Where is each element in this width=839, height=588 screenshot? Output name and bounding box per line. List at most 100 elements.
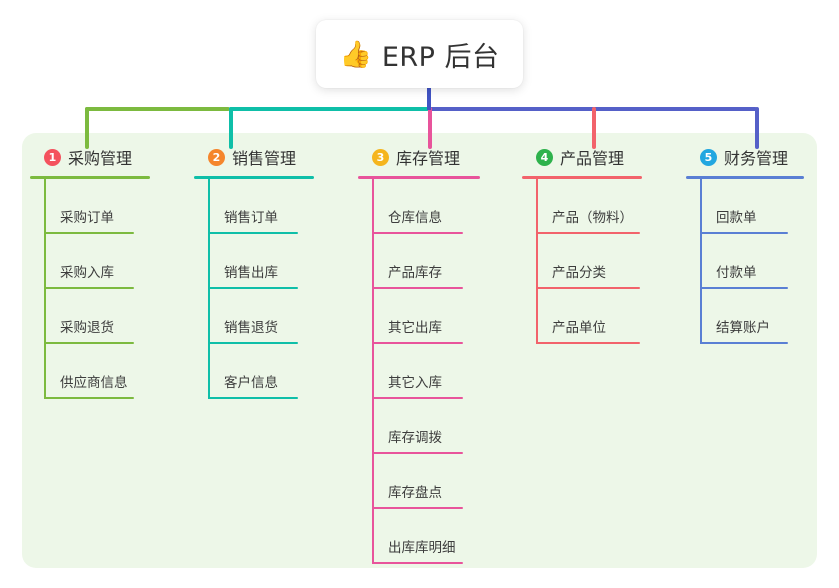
drop-col-3 — [428, 107, 432, 149]
menu-item-label: 产品单位 — [552, 320, 606, 336]
menu-item[interactable]: 其它出库 — [358, 289, 480, 344]
menu-item[interactable]: 出库库明细 — [358, 509, 480, 564]
thumbs-up-icon: 👍 — [339, 40, 372, 70]
menu-item[interactable]: 供应商信息 — [30, 344, 150, 399]
root-node[interactable]: 👍 ERP 后台 — [316, 20, 523, 88]
menu-item[interactable]: 采购入库 — [30, 234, 150, 289]
menu-item[interactable]: 产品分类 — [522, 234, 642, 289]
column-title: 采购管理 — [68, 149, 133, 168]
menu-item-label: 库存盘点 — [388, 485, 442, 501]
menu-item-label: 付款单 — [716, 265, 757, 281]
menu-item-label: 客户信息 — [224, 375, 278, 391]
menu-item-label: 回款单 — [716, 210, 757, 226]
column-spine-line — [372, 179, 374, 564]
column-finance: 5 财务管理回款单付款单结算账户 — [686, 145, 804, 344]
menu-item[interactable]: 产品库存 — [358, 234, 480, 289]
menu-item-rule — [536, 232, 640, 234]
menu-item-rule — [208, 342, 298, 344]
menu-item[interactable]: 产品单位 — [522, 289, 642, 344]
menu-item-label: 销售退货 — [224, 320, 278, 336]
menu-item-label: 产品库存 — [388, 265, 442, 281]
menu-item-rule — [700, 287, 788, 289]
teal-segment — [229, 107, 429, 111]
column-title: 库存管理 — [396, 149, 461, 168]
menu-item-rule — [536, 287, 640, 289]
column-title: 财务管理 — [724, 149, 789, 168]
diagram-background-panel — [22, 133, 817, 568]
number-badge-icon: 1 — [44, 148, 61, 166]
menu-item-label: 其它出库 — [388, 320, 442, 336]
menu-item-rule — [44, 287, 134, 289]
menu-item[interactable]: 仓库信息 — [358, 179, 480, 234]
column-spine-line — [208, 179, 210, 399]
column-header-inventory[interactable]: 3 库存管理 — [358, 145, 480, 169]
menu-item-rule — [208, 397, 298, 399]
menu-item-rule — [372, 507, 463, 509]
menu-item-rule — [208, 287, 298, 289]
menu-item-label: 库存调拨 — [388, 430, 442, 446]
column-header-purchase[interactable]: 1 采购管理 — [30, 145, 150, 169]
number-badge-icon: 3 — [372, 148, 389, 166]
drop-col-2 — [229, 107, 233, 149]
menu-item-label: 产品（物料） — [552, 210, 633, 226]
menu-item-rule — [372, 232, 463, 234]
column-spine-line — [700, 179, 702, 344]
menu-item-label: 仓库信息 — [388, 210, 442, 226]
number-badge-icon: 5 — [700, 148, 717, 166]
menu-item[interactable]: 销售订单 — [194, 179, 314, 234]
menu-item-label: 采购订单 — [60, 210, 114, 226]
column-purchase: 1 采购管理采购订单采购入库采购退货供应商信息 — [30, 145, 150, 399]
column-header-rule — [358, 176, 480, 179]
menu-item-label: 结算账户 — [716, 320, 770, 336]
menu-item-label: 出库库明细 — [388, 540, 456, 556]
column-items: 回款单付款单结算账户 — [686, 179, 804, 344]
menu-item[interactable]: 回款单 — [686, 179, 804, 234]
menu-item-label: 产品分类 — [552, 265, 606, 281]
menu-item[interactable]: 销售出库 — [194, 234, 314, 289]
column-spine-line — [44, 179, 46, 399]
menu-item[interactable]: 采购订单 — [30, 179, 150, 234]
menu-item[interactable]: 付款单 — [686, 234, 804, 289]
menu-item[interactable]: 产品（物料） — [522, 179, 642, 234]
number-badge-icon: 2 — [208, 148, 225, 166]
menu-item[interactable]: 其它入库 — [358, 344, 480, 399]
column-items: 采购订单采购入库采购退货供应商信息 — [30, 179, 150, 399]
menu-item-rule — [372, 287, 463, 289]
menu-item-label: 采购入库 — [60, 265, 114, 281]
menu-item-rule — [372, 562, 463, 564]
drop-col-4 — [592, 107, 596, 149]
menu-item-rule — [208, 232, 298, 234]
menu-item-rule — [372, 397, 463, 399]
root-stem-line — [427, 86, 431, 110]
menu-item-label: 销售出库 — [224, 265, 278, 281]
menu-item-label: 其它入库 — [388, 375, 442, 391]
menu-item[interactable]: 采购退货 — [30, 289, 150, 344]
column-header-rule — [686, 176, 804, 179]
menu-item-rule — [44, 397, 134, 399]
column-title: 产品管理 — [560, 149, 625, 168]
menu-item-label: 采购退货 — [60, 320, 114, 336]
menu-item-rule — [372, 452, 463, 454]
column-items: 仓库信息产品库存其它出库其它入库库存调拨库存盘点出库库明细 — [358, 179, 480, 564]
column-header-rule — [194, 176, 314, 179]
menu-item[interactable]: 库存调拨 — [358, 399, 480, 454]
menu-item-rule — [700, 232, 788, 234]
menu-item-label: 销售订单 — [224, 210, 278, 226]
menu-item[interactable]: 销售退货 — [194, 289, 314, 344]
column-title: 销售管理 — [232, 149, 297, 168]
menu-item[interactable]: 库存盘点 — [358, 454, 480, 509]
root-title: ERP 后台 — [381, 41, 500, 73]
column-inventory: 3 库存管理仓库信息产品库存其它出库其它入库库存调拨库存盘点出库库明细 — [358, 145, 480, 564]
menu-item[interactable]: 客户信息 — [194, 344, 314, 399]
column-items: 销售订单销售出库销售退货客户信息 — [194, 179, 314, 399]
menu-item-label: 供应商信息 — [60, 375, 128, 391]
column-sales: 2 销售管理销售订单销售出库销售退货客户信息 — [194, 145, 314, 399]
column-items: 产品（物料） 产品分类产品单位 — [522, 179, 642, 344]
column-header-sales[interactable]: 2 销售管理 — [194, 145, 314, 169]
column-header-finance[interactable]: 5 财务管理 — [686, 145, 804, 169]
column-header-rule — [522, 176, 642, 179]
menu-item[interactable]: 结算账户 — [686, 289, 804, 344]
menu-item-rule — [536, 342, 640, 344]
